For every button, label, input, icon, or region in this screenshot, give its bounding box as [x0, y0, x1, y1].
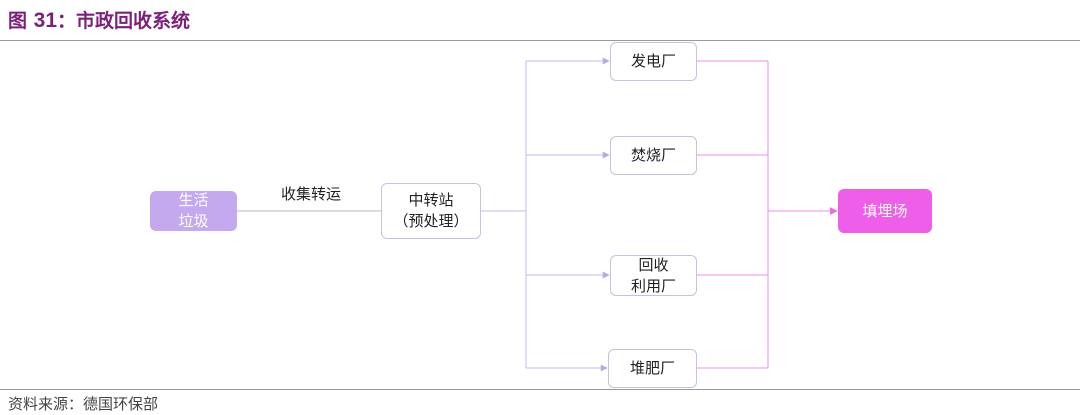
figure-number: 31 [33, 9, 57, 32]
node-household-waste: 生活 垃圾 [150, 191, 237, 231]
node-incineration-plant-label: 焚烧厂 [630, 146, 676, 164]
edge-label-collection: 收集转运 [281, 185, 342, 203]
node-transfer-station-line1: 中转站 [408, 191, 454, 209]
node-recycling-plant-line2: 利用厂 [630, 276, 676, 295]
node-power-plant-label: 发电厂 [630, 52, 676, 70]
node-incineration-plant: 焚烧厂 [610, 136, 697, 175]
figure-label: 图 [8, 10, 28, 32]
node-household-waste-line1: 生活 [178, 191, 209, 209]
node-household-waste-line2: 垃圾 [178, 212, 209, 230]
figure-title: 图 31：市政回收系统 [8, 6, 190, 36]
figure-source: 资料来源：德国环保部 [8, 395, 159, 413]
node-compost-plant-label: 堆肥厂 [629, 359, 675, 377]
node-recycling-plant-line1: 回收 [638, 255, 669, 274]
node-landfill-label: 填埋场 [862, 201, 908, 220]
top-rule [0, 40, 1080, 41]
node-power-plant: 发电厂 [610, 42, 697, 81]
node-compost-plant: 堆肥厂 [608, 349, 697, 388]
node-transfer-station: 中转站 （预处理） [381, 183, 481, 239]
figure-colon: ： [57, 10, 77, 32]
figure-title-text: 市政回收系统 [76, 10, 191, 32]
node-transfer-station-line2: （预处理） [393, 212, 469, 230]
node-landfill: 填埋场 [838, 189, 932, 233]
node-recycling-plant: 回收 利用厂 [610, 255, 697, 296]
bottom-rule [0, 389, 1080, 390]
